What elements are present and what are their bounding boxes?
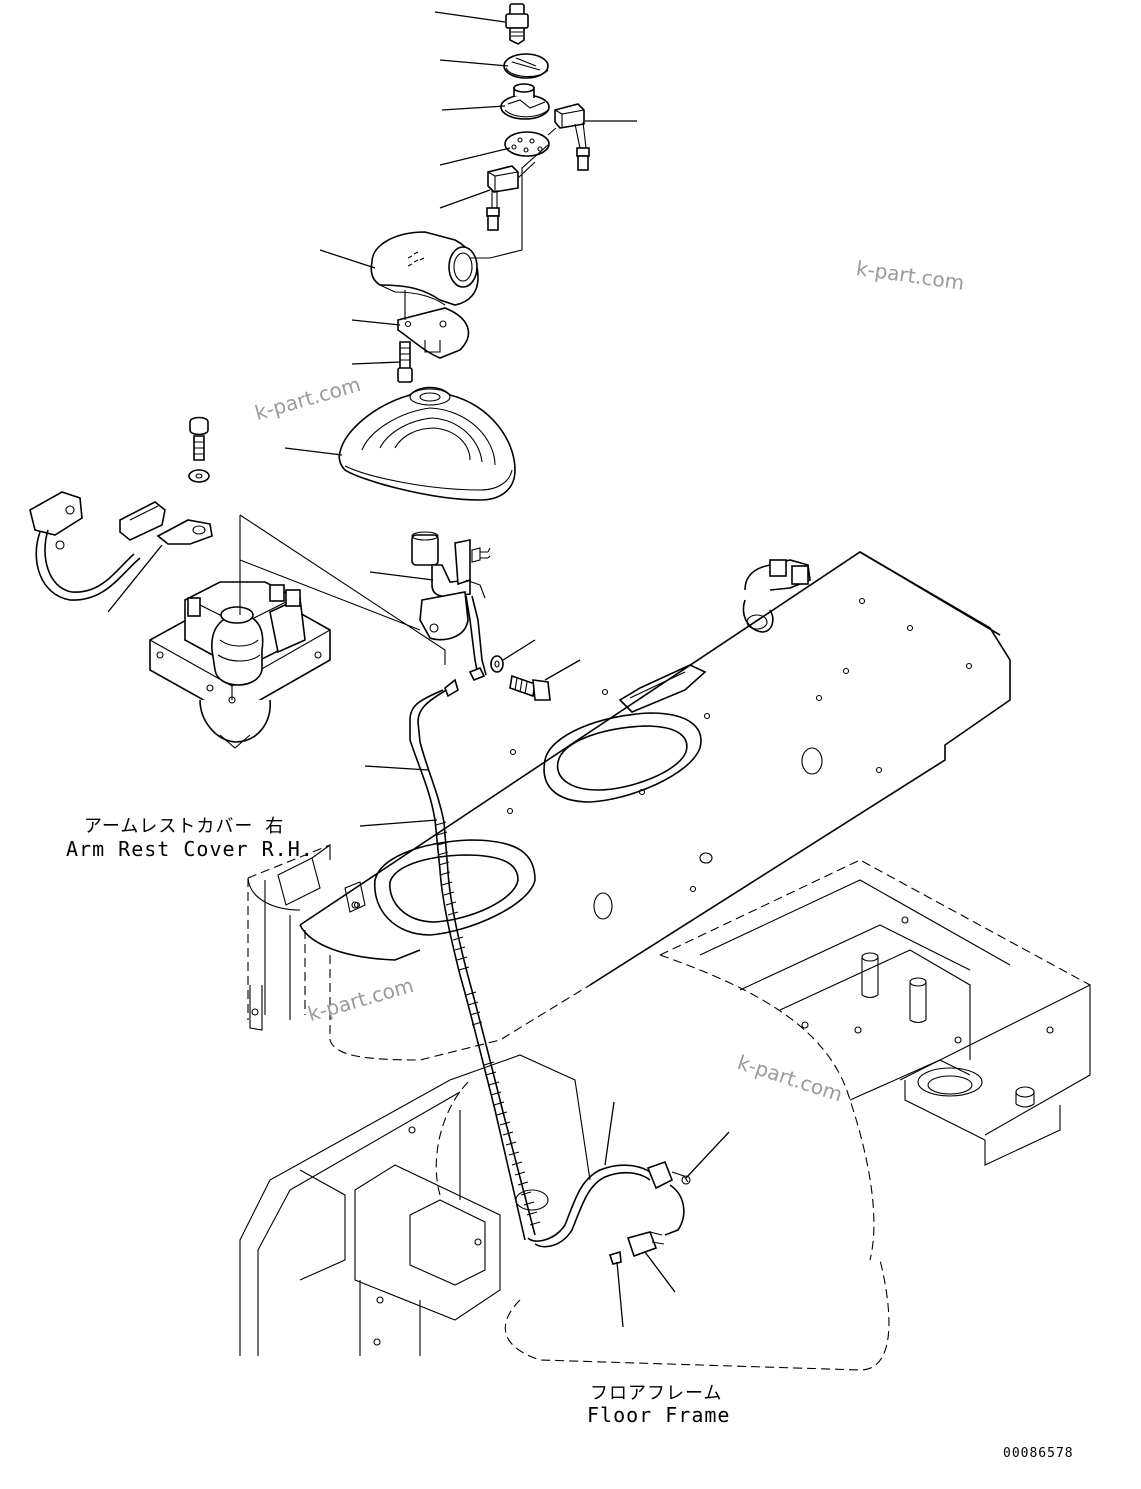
clamp-bracket: [156, 519, 213, 545]
mount-bolt: [397, 341, 413, 383]
document-number: 00086578: [1003, 1446, 1074, 1461]
rubber-boot: [338, 386, 516, 501]
arm-rest-cover: [247, 551, 1011, 1061]
lever-bolt: [509, 674, 551, 701]
control-lever: [411, 531, 491, 641]
knob-cap: [503, 53, 549, 79]
knob-screw: [505, 3, 529, 45]
micro-switch-right: [547, 103, 590, 171]
floor-label-jp: フロアフレーム: [590, 1383, 723, 1404]
lever-wire-harness: [409, 595, 541, 1241]
armrest-label-en: Arm Rest Cover R.H.: [66, 837, 314, 861]
ppc-valve: [149, 514, 446, 749]
lever-washer: [490, 655, 504, 673]
floor-label-en: Floor Frame: [587, 1403, 731, 1427]
floor-frame: [239, 859, 1091, 1371]
valve-washer: [188, 469, 210, 483]
leader-lines: [107, 11, 730, 1328]
floor-harness: [527, 1160, 691, 1265]
knob-body: [500, 83, 550, 120]
grip-housing: [370, 144, 549, 306]
mount-plate: [397, 290, 470, 359]
armrest-label-jp: アームレストカバー 右: [84, 816, 285, 837]
sensor-harness: [29, 491, 166, 601]
micro-switch-left: [486, 161, 536, 231]
knob-base-plate: [504, 131, 550, 157]
valve-bolt: [189, 416, 209, 461]
